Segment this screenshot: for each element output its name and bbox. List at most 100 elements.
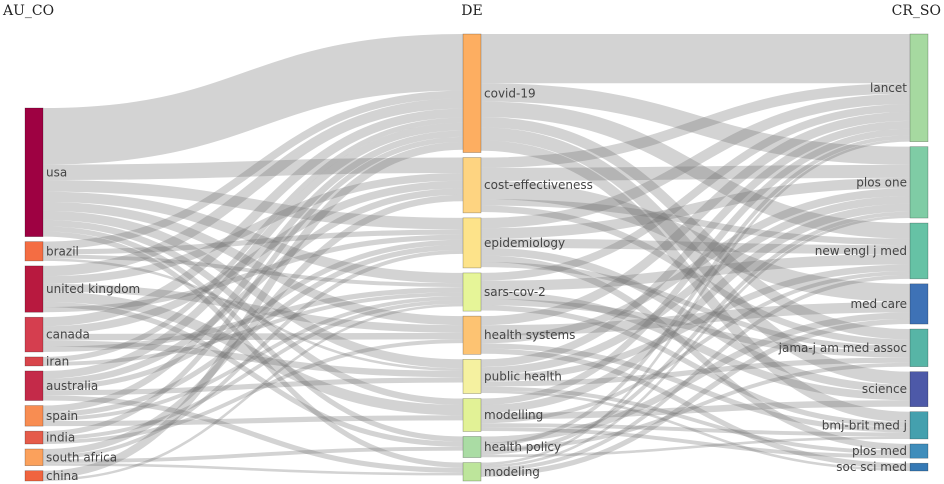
- link-health-policy-to-bmj-brit-med-j: [480, 436, 911, 458]
- node-soc-sci-med[interactable]: [909, 462, 929, 472]
- link-modeling-to-med-care: [480, 318, 911, 477]
- node-label-lancet: lancet: [870, 81, 907, 95]
- node-label-australia: australia: [46, 379, 98, 393]
- link-united-kingdom-to-health-policy: [42, 301, 464, 447]
- node-health-policy[interactable]: [462, 436, 482, 458]
- node-jama-j-am-med-assoc[interactable]: [909, 328, 929, 367]
- node-label-new-engl-j-med: new engl j med: [815, 244, 907, 258]
- link-australia-to-epidemiology: [42, 239, 464, 391]
- link-covid-19-to-science: [480, 127, 911, 385]
- node-brazil[interactable]: [24, 241, 44, 262]
- node-china[interactable]: [24, 470, 44, 482]
- node-label-united-kingdom: united kingdom: [46, 282, 140, 296]
- node-science[interactable]: [909, 371, 929, 407]
- column-header-cr-so: CR_SO: [892, 3, 941, 19]
- node-label-india: india: [46, 431, 75, 445]
- node-united-kingdom[interactable]: [24, 265, 44, 313]
- link-health-policy-to-med-care: [480, 312, 911, 443]
- link-united-kingdom-to-epidemiology: [42, 234, 464, 313]
- link-cost-effectiveness-to-new-engl-j-med: [480, 199, 911, 246]
- column-header-de: DE: [461, 3, 482, 19]
- node-modeling[interactable]: [462, 462, 482, 482]
- link-usa-to-health-systems: [42, 201, 464, 326]
- link-australia-to-public-health: [42, 377, 464, 396]
- link-usa-to-epidemiology: [42, 180, 464, 230]
- node-label-health-systems: health systems: [484, 328, 575, 342]
- link-sars-cov-2-to-new-engl-j-med: [480, 254, 911, 292]
- link-canada-to-sars-cov-2: [42, 287, 464, 352]
- node-spain[interactable]: [24, 405, 44, 427]
- link-brazil-to-public-health: [42, 258, 464, 371]
- link-epidemiology-to-lancet: [480, 93, 911, 229]
- link-australia-to-covid-19: [42, 122, 464, 379]
- node-bmj-brit-med-j[interactable]: [909, 411, 929, 440]
- link-usa-to-cost-effectiveness: [42, 157, 464, 181]
- node-south-africa[interactable]: [24, 448, 44, 467]
- link-modeling-to-new-engl-j-med: [480, 274, 911, 472]
- node-health-systems[interactable]: [462, 315, 482, 355]
- node-iran[interactable]: [24, 356, 44, 367]
- link-brazil-to-epidemiology: [42, 229, 464, 255]
- link-modelling-to-bmj-brit-med-j: [480, 423, 911, 437]
- column-headers: AU_CO DE CR_SO: [2, 3, 941, 19]
- link-usa-to-covid-19: [42, 33, 464, 165]
- node-india[interactable]: [24, 430, 44, 445]
- link-cost-effectiveness-to-lancet: [480, 83, 911, 168]
- node-epidemiology[interactable]: [462, 217, 482, 269]
- node-label-health-policy: health policy: [484, 440, 561, 454]
- link-spain-to-covid-19: [42, 130, 464, 412]
- link-spain-to-epidemiology: [42, 244, 464, 418]
- link-health-policy-to-plos-one: [480, 211, 911, 455]
- link-modelling-to-plos-one: [480, 203, 911, 413]
- link-brazil-to-sars-cov-2: [42, 254, 464, 288]
- link-south-africa-to-modeling: [42, 463, 464, 476]
- node-label-china: china: [46, 469, 79, 483]
- link-health-systems-to-soc-sci-med: [480, 348, 911, 469]
- node-usa[interactable]: [24, 107, 44, 237]
- link-india-to-covid-19: [42, 136, 464, 437]
- link-china-to-sars-cov-2: [42, 303, 464, 482]
- link-cost-effectiveness-to-med-care: [480, 180, 911, 302]
- link-epidemiology-to-plos-med: [480, 255, 911, 451]
- link-brazil-to-covid-19: [42, 90, 464, 250]
- link-south-africa-to-epidemiology: [42, 250, 464, 460]
- node-label-cost-effectiveness: cost-effectiveness: [484, 178, 593, 192]
- node-label-modeling: modeling: [484, 465, 540, 479]
- node-covid-19[interactable]: [462, 33, 482, 153]
- node-med-care[interactable]: [909, 283, 929, 325]
- node-label-sars-cov-2: sars-cov-2: [484, 285, 546, 299]
- node-label-plos-one: plos one: [856, 175, 907, 189]
- link-sars-cov-2-to-bmj-brit-med-j: [480, 305, 911, 428]
- link-health-systems-to-lancet: [480, 111, 911, 326]
- link-canada-to-cost-effectiveness: [42, 180, 464, 334]
- node-sars-cov-2[interactable]: [462, 272, 482, 312]
- node-label-med-care: med care: [850, 297, 907, 311]
- link-modelling-to-lancet: [480, 128, 911, 406]
- node-modelling[interactable]: [462, 398, 482, 432]
- link-united-kingdom-to-health-systems: [42, 283, 464, 333]
- link-public-health-to-plos-one: [480, 195, 911, 375]
- link-canada-to-covid-19: [42, 108, 464, 327]
- node-canada[interactable]: [24, 316, 44, 353]
- node-plos-one[interactable]: [909, 146, 929, 219]
- link-epidemiology-to-jama-j-am-med-assoc: [480, 261, 911, 352]
- node-plos-med[interactable]: [909, 443, 929, 459]
- link-iran-to-covid-19: [42, 117, 464, 363]
- link-public-health-to-lancet: [480, 120, 911, 368]
- node-cost-effectiveness[interactable]: [462, 157, 482, 214]
- link-south-africa-to-cost-effectiveness: [42, 194, 464, 456]
- link-covid-19-to-new-engl-j-med: [480, 101, 911, 239]
- node-lancet[interactable]: [909, 33, 929, 142]
- node-label-epidemiology: epidemiology: [484, 236, 565, 250]
- node-australia[interactable]: [24, 370, 44, 401]
- link-usa-to-health-policy: [42, 226, 464, 442]
- link-india-to-health-systems: [42, 339, 464, 444]
- node-new-engl-j-med[interactable]: [909, 222, 929, 280]
- link-australia-to-modeling: [42, 395, 464, 473]
- node-label-brazil: brazil: [46, 244, 79, 258]
- node-label-soc-sci-med: soc sci med: [836, 460, 907, 474]
- link-spain-to-modelling: [42, 415, 464, 427]
- link-covid-19-to-jama-j-am-med-assoc: [480, 117, 911, 340]
- node-public-health[interactable]: [462, 359, 482, 394]
